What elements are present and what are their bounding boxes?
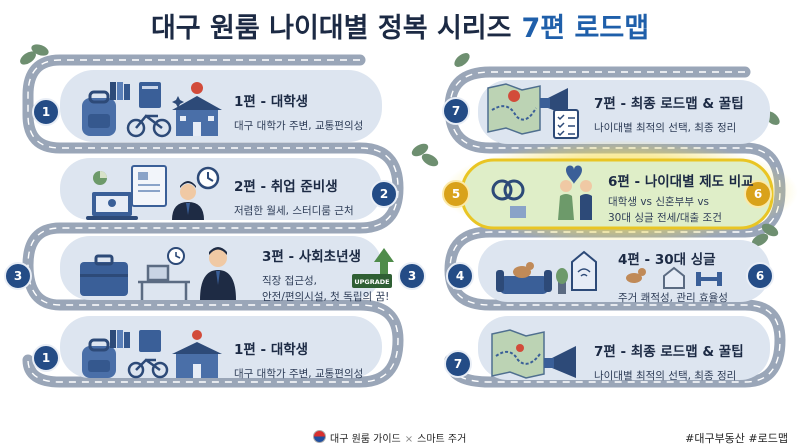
school-building-icon <box>172 330 222 378</box>
clock-icon <box>196 166 220 190</box>
house-icon <box>663 266 685 289</box>
left-card-4-title: 1편 - 대학생 <box>234 342 309 358</box>
footer-brand-right: 스마트 주거 <box>417 434 467 445</box>
job-seeker-person-icon <box>172 181 204 220</box>
step-badge-right-2-left: 5 <box>442 180 470 208</box>
right-card-4-text: 7편 - 최종 로드맵 & 꿀팁 나이대별 최적의 선택, 최종 정리 <box>594 340 744 384</box>
step-badge-left-1: 1 <box>32 98 60 126</box>
plant-icon <box>556 268 568 294</box>
step-badge-left-3: 3 <box>4 262 32 290</box>
upgrade-sign-icon: UPGRADE <box>352 274 392 288</box>
office-worker-person-icon <box>200 247 236 300</box>
step-badge-left-3-right: 3 <box>398 262 426 290</box>
right-card-3-title: 4편 - 30대 싱글 <box>618 252 716 268</box>
wedding-rings-icon <box>491 179 525 201</box>
map-icon <box>487 83 541 135</box>
footer-brand-left: 대구 원룸 가이드 <box>330 434 401 445</box>
right-card-1 <box>478 80 770 144</box>
right-card-2-title: 6편 - 나이대별 제도 비교 <box>608 174 754 190</box>
bicycle-icon <box>126 114 172 138</box>
left-card-4-text: 1편 - 대학생 대구 대학가 주변, 교통편의성 <box>234 338 363 382</box>
box-icon <box>510 206 526 218</box>
footer-separator: × <box>404 434 414 445</box>
documents-icon <box>131 165 167 207</box>
page-title-main: 대구 원룸 나이대별 정복 시리즈 <box>150 13 512 44</box>
books-icon <box>110 330 161 352</box>
left-card-2-title: 2편 - 취업 준비생 <box>234 179 338 195</box>
school-building-icon <box>172 82 222 136</box>
right-card-2-text: 6편 - 나이대별 제도 비교 대학생 vs 신혼부부 vs 30대 싱글 전세… <box>608 170 754 226</box>
step-badge-right-3-left: 4 <box>446 262 474 290</box>
megaphone-icon <box>544 346 576 378</box>
sparkle-icon <box>172 96 184 108</box>
books-icon <box>110 82 161 108</box>
pie-chart-icon <box>93 171 107 185</box>
left-card-3-title: 3편 - 사회초년생 <box>262 249 361 265</box>
checklist-icon <box>553 109 579 139</box>
map-icon <box>491 329 545 379</box>
wall-clock-icon <box>167 247 185 265</box>
right-card-1-title: 7편 - 최종 로드맵 & 꿀팁 <box>594 96 744 112</box>
step-badge-right-1: 7 <box>442 97 470 125</box>
right-card-2-subtitle-2: 30대 싱글 전세/대출 조건 <box>608 212 722 224</box>
upgrade-arrow-icon <box>374 248 394 274</box>
page-title: 대구 원룸 나이대별 정복 시리즈 7편 로드맵 <box>0 6 800 45</box>
right-card-1-text: 7편 - 최종 로드맵 & 꿀팁 나이대별 최적의 선택, 최종 정리 <box>594 92 744 136</box>
right-card-4-subtitle: 나이대별 최적의 선택, 최종 정리 <box>594 370 737 382</box>
step-badge-left-4: 1 <box>32 344 60 372</box>
left-card-3 <box>60 236 382 300</box>
right-card-1-subtitle: 나이대별 최적의 선택, 최종 정리 <box>594 122 737 134</box>
footer-hashtags: #대구부동산 #로드맵 <box>685 432 788 445</box>
left-card-2-subtitle: 저렴한 월세, 스터디룸 근처 <box>234 205 354 217</box>
leaf-decoration <box>20 44 780 247</box>
backpack-icon <box>82 338 116 378</box>
step-badge-left-2: 2 <box>370 180 398 208</box>
left-card-1-subtitle: 대구 대학가 주변, 교통편의성 <box>234 120 364 132</box>
footer-brand: 대구 원룸 가이드×스마트 주거 <box>313 430 466 445</box>
korea-flag-icon <box>313 430 326 443</box>
right-card-3-subtitle: 주거 쾌적성, 관리 효율성 <box>618 292 728 304</box>
left-card-3-text: 3편 - 사회초년생 직장 접근성, 안전/편의시설, 첫 독립의 꿈! <box>262 245 389 305</box>
desk-icon <box>138 264 190 300</box>
dumbbell-icon <box>696 272 722 286</box>
left-card-2-text: 2편 - 취업 준비생 저렴한 월세, 스터디룸 근처 <box>234 175 354 219</box>
right-card-4-title: 7편 - 최종 로드맵 & 꿀팁 <box>594 344 744 360</box>
right-card-2-subtitle-1: 대학생 vs 신혼부부 vs <box>608 196 710 208</box>
step-badge-right-3-right: 6 <box>746 262 774 290</box>
left-card-3-subtitle-2: 안전/편의시설, 첫 독립의 꿈! <box>262 291 390 303</box>
step-badge-right-4: 7 <box>444 350 472 378</box>
laptop-icon <box>86 192 138 220</box>
left-card-4-subtitle: 대구 대학가 주변, 교통편의성 <box>234 368 364 380</box>
briefcase-icon <box>80 254 128 296</box>
page-title-highlight: 7편 로드맵 <box>521 13 650 44</box>
bicycle-icon <box>127 358 169 379</box>
heart-icon <box>566 165 582 184</box>
smart-home-icon <box>571 250 597 291</box>
couch-with-dog-icon <box>496 262 552 294</box>
couple-icon <box>558 180 592 220</box>
left-card-1-title: 1편 - 대학생 <box>234 94 309 110</box>
left-card-1-text: 1편 - 대학생 대구 대학가 주변, 교통편의성 <box>234 90 363 134</box>
step-badge-right-2-right: 6 <box>744 180 772 208</box>
backpack-icon <box>82 90 116 136</box>
upgrade-sign-label: UPGRADE <box>354 278 389 286</box>
right-card-3-text: 4편 - 30대 싱글 주거 쾌적성, 관리 효율성 <box>618 248 728 306</box>
dog-icon <box>626 268 646 283</box>
left-card-3-subtitle-1: 직장 접근성, <box>262 275 317 287</box>
